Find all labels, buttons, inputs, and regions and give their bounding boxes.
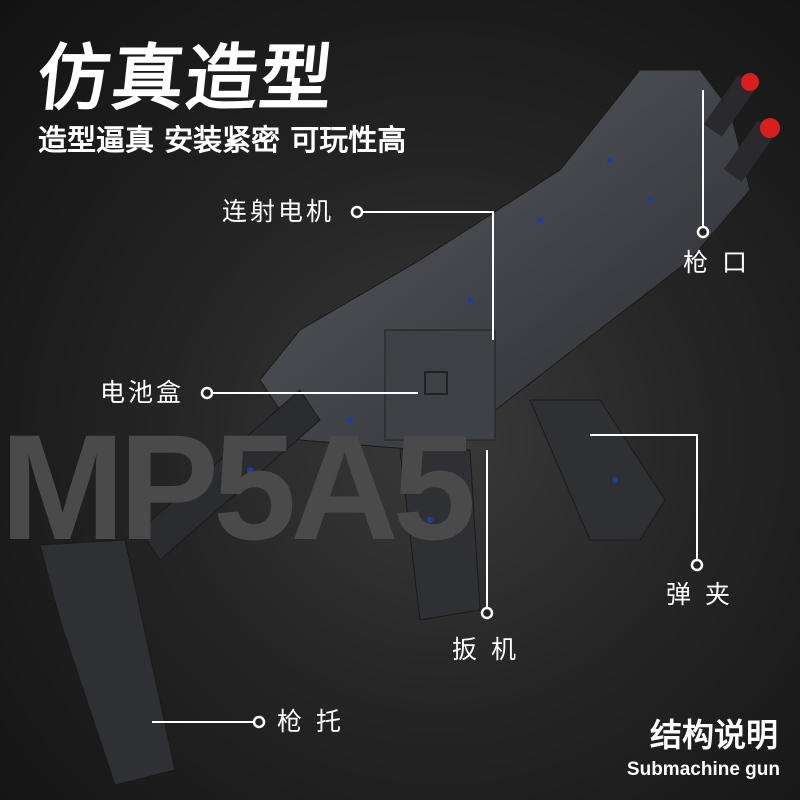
callout-dot-trigger bbox=[480, 606, 494, 620]
muzzle-upper bbox=[703, 75, 757, 137]
headline: 仿真造型 bbox=[33, 36, 339, 120]
blue-pins bbox=[247, 157, 653, 523]
label-stock: 枪 托 bbox=[277, 707, 344, 736]
callout-dot-muzzle bbox=[696, 225, 710, 239]
footer-title: 结构说明 bbox=[649, 716, 778, 754]
battery-box bbox=[384, 329, 496, 441]
callout-dot-magazine bbox=[690, 558, 704, 572]
grip bbox=[399, 449, 481, 621]
label-motor: 连射电机 bbox=[222, 197, 335, 226]
muzzle-tip-red-upper bbox=[741, 73, 759, 91]
label-trigger: 扳 机 bbox=[452, 635, 519, 664]
callout-dot-motor bbox=[350, 205, 364, 219]
callout-line-magazine bbox=[590, 434, 698, 559]
muzzle-lower bbox=[723, 120, 777, 182]
footer-subtitle: Submachine gun bbox=[626, 759, 780, 780]
stock-arm bbox=[139, 389, 321, 561]
subheadline: 造型逼真 安装紧密 可玩性高 bbox=[38, 123, 407, 157]
label-muzzle: 枪 口 bbox=[683, 248, 750, 277]
label-battery: 电池盒 bbox=[100, 378, 185, 407]
callout-line-motor bbox=[363, 211, 494, 340]
watermark-text: MP5A5 bbox=[0, 403, 476, 571]
callout-dot-battery bbox=[200, 386, 214, 400]
battery-box-latch bbox=[424, 371, 448, 395]
label-magazine: 弹 夹 bbox=[666, 580, 733, 609]
muzzle-tip-red-lower bbox=[760, 118, 780, 138]
magazine bbox=[529, 399, 666, 541]
callout-dot-stock bbox=[252, 715, 266, 729]
buttstock bbox=[39, 539, 176, 786]
